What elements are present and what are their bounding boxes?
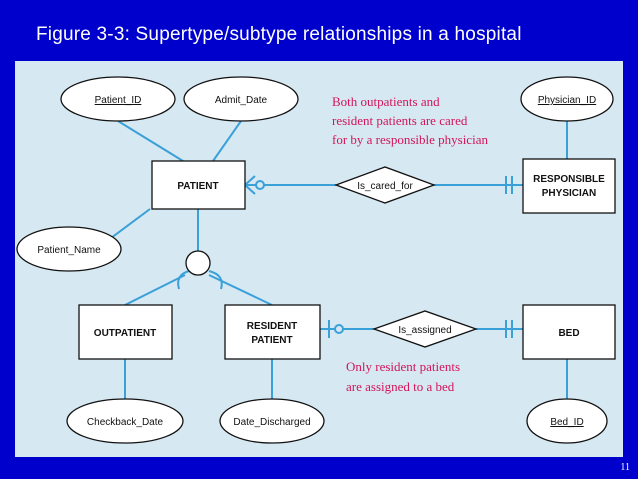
subtype-circle bbox=[185, 250, 211, 276]
attribute-patient-id: Patient_ID bbox=[60, 76, 176, 122]
svg-text:Both outpatients and: Both outpatients and bbox=[332, 94, 440, 109]
svg-text:Admit_Date: Admit_Date bbox=[215, 95, 268, 106]
attribute-checkback-date: Checkback_Date bbox=[66, 398, 184, 444]
cardinality-marks bbox=[244, 175, 513, 338]
slide-title: Figure 3-3: Supertype/subtype relationsh… bbox=[36, 24, 522, 45]
svg-text:Only resident patients: Only resident patients bbox=[346, 359, 460, 374]
annotation-cared-for-note: Both outpatients and resident patients a… bbox=[332, 94, 488, 147]
er-diagram: Patient_ID Admit_Date Patient_Name Physi… bbox=[15, 61, 623, 457]
svg-text:PATIENT: PATIENT bbox=[251, 335, 292, 346]
attribute-patient-name: Patient_Name bbox=[16, 226, 122, 272]
svg-text:Checkback_Date: Checkback_Date bbox=[87, 417, 164, 428]
svg-text:BED: BED bbox=[558, 328, 579, 339]
svg-text:RESIDENT: RESIDENT bbox=[247, 321, 298, 332]
annotation-assigned-note: Only resident patients are assigned to a… bbox=[346, 359, 460, 394]
svg-text:OUTPATIENT: OUTPATIENT bbox=[94, 328, 156, 339]
attribute-date-discharged: Date_Discharged bbox=[219, 398, 325, 444]
svg-text:Patient_Name: Patient_Name bbox=[37, 245, 101, 256]
entity-patient: PATIENT bbox=[151, 160, 246, 210]
entity-responsible-physician: RESPONSIBLE PHYSICIAN bbox=[522, 158, 616, 214]
svg-text:Date_Discharged: Date_Discharged bbox=[233, 417, 310, 428]
entity-bed: BED bbox=[522, 304, 616, 360]
slide-number: 11 bbox=[620, 462, 630, 473]
svg-text:Patient_ID: Patient_ID bbox=[95, 95, 142, 106]
relationship-is-assigned: Is_assigned bbox=[372, 310, 478, 348]
entity-resident-patient: RESIDENT PATIENT bbox=[224, 304, 321, 360]
relationship-is-cared-for: Is_cared_for bbox=[334, 166, 436, 204]
svg-text:PHYSICIAN: PHYSICIAN bbox=[542, 188, 596, 199]
svg-text:RESPONSIBLE: RESPONSIBLE bbox=[533, 174, 605, 185]
svg-text:Physician_ID: Physician_ID bbox=[538, 95, 596, 106]
attribute-bed-id: Bed_ID bbox=[526, 398, 608, 444]
attribute-physician-id: Physician_ID bbox=[520, 76, 614, 122]
svg-text:Bed_ID: Bed_ID bbox=[550, 417, 583, 428]
attribute-admit-date: Admit_Date bbox=[183, 76, 299, 122]
svg-text:resident patients are cared: resident patients are cared bbox=[332, 113, 468, 128]
svg-text:for by a responsible physician: for by a responsible physician bbox=[332, 132, 488, 147]
entity-outpatient: OUTPATIENT bbox=[78, 304, 173, 360]
svg-text:Is_assigned: Is_assigned bbox=[398, 325, 451, 336]
svg-text:PATIENT: PATIENT bbox=[177, 181, 218, 192]
svg-text:Is_cared_for: Is_cared_for bbox=[357, 181, 413, 192]
svg-text:are assigned to a bed: are assigned to a bed bbox=[346, 379, 455, 394]
